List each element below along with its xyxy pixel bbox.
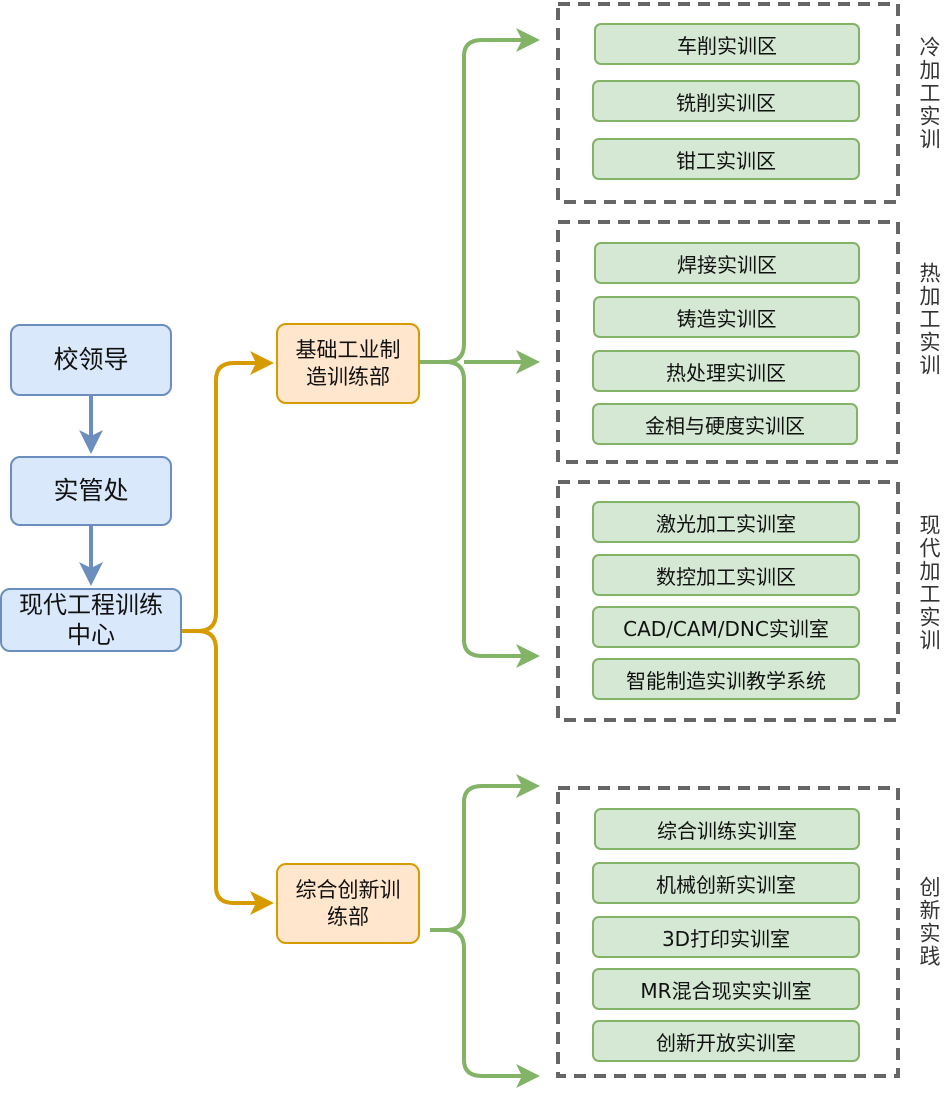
list-item[interactable]: 金相与硬度实训区 [592, 403, 858, 445]
list-item[interactable]: 综合训练实训室 [594, 808, 860, 850]
bracket-center-to-departments [182, 361, 262, 905]
node-management-office[interactable]: 实管处 [10, 456, 172, 526]
group-label-modern: 现代加工实训 [917, 514, 941, 652]
list-item[interactable]: 钳工实训区 [592, 138, 860, 180]
arrow-head-cold [516, 28, 540, 52]
arrow-office-to-center [79, 526, 103, 586]
node-training-center[interactable]: 现代工程训练中心 [0, 588, 182, 652]
list-item[interactable]: MR混合现实实训室 [592, 968, 860, 1010]
list-item[interactable]: 激光加工实训室 [592, 501, 860, 543]
node-dept-innovation-label: 综合创新训练部 [295, 878, 401, 929]
node-dept-innovation[interactable]: 综合创新训练部 [276, 863, 420, 944]
node-school-leader-label: 校领导 [53, 345, 129, 375]
node-dept-basic-label: 基础工业制造训练部 [295, 338, 401, 389]
arrow-head-innovation-top [516, 774, 540, 798]
list-item[interactable]: 3D打印实训室 [592, 916, 860, 958]
node-school-leader[interactable]: 校领导 [10, 324, 172, 396]
bracket-dept2-to-group [430, 784, 528, 1078]
node-management-office-label: 实管处 [53, 476, 129, 506]
list-item[interactable]: 数控加工实训区 [592, 554, 860, 596]
list-item[interactable]: CAD/CAM/DNC实训室 [592, 606, 860, 648]
arrow-head-dept1 [250, 351, 274, 375]
node-dept-basic-manufacturing[interactable]: 基础工业制造训练部 [276, 323, 420, 404]
list-item[interactable]: 铣削实训区 [592, 80, 860, 122]
list-item[interactable]: 智能制造实训教学系统 [592, 658, 860, 700]
list-item[interactable]: 机械创新实训室 [592, 862, 860, 904]
list-item[interactable]: 车削实训区 [594, 23, 860, 65]
arrow-head-innovation-bottom [516, 1064, 540, 1088]
group-label-hot: 热加工实训 [917, 262, 941, 377]
arrow-head-hot [516, 350, 540, 374]
list-item[interactable]: 焊接实训区 [594, 242, 860, 284]
group-borders [556, 2, 900, 1078]
arrow-head-modern [516, 644, 540, 668]
list-item[interactable]: 铸造实训区 [593, 296, 860, 338]
list-item[interactable]: 创新开放实训室 [592, 1020, 860, 1062]
node-training-center-label: 现代工程训练中心 [19, 591, 163, 649]
group-label-innovation: 创新实践 [917, 876, 941, 968]
bracket-dept1-to-groups [420, 38, 528, 658]
list-item[interactable]: 热处理实训区 [592, 350, 860, 392]
group-label-cold: 冷加工实训 [917, 36, 941, 151]
arrow-head-dept2 [250, 891, 274, 915]
